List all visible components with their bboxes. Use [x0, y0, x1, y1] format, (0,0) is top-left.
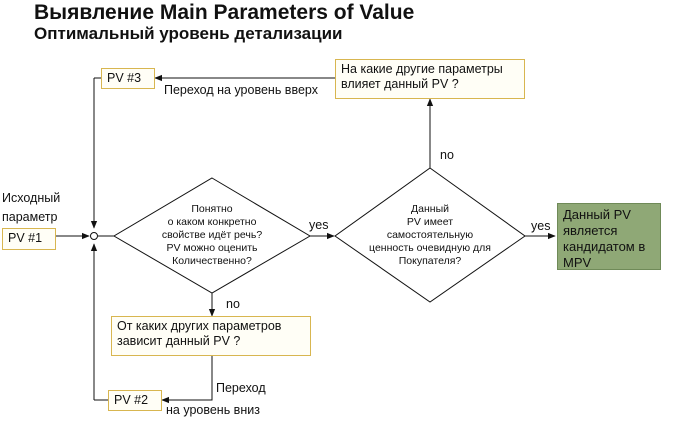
label-no-up: no: [440, 148, 454, 162]
label-yes1: yes: [309, 218, 329, 232]
result-box: Данный PV является кандидатом в MPV: [557, 203, 661, 270]
decision2-text: Данный PV имеет самостоятельную ценность…: [369, 203, 491, 267]
label-go-down-line2: на уровень вниз: [166, 403, 260, 417]
input-caption-line2: параметр: [2, 210, 58, 224]
up-question-box: На какие другие параметры влияет данный …: [335, 59, 525, 99]
label-go-up: Переход на уровень вверх: [164, 83, 318, 97]
junction-node: [90, 232, 98, 240]
down-question-box: От каких других параметров зависит данны…: [111, 316, 311, 356]
label-yes2: yes: [531, 219, 551, 233]
label-no-down: no: [226, 297, 240, 311]
decision1-text: Понятно о каком конкретно свойстве идёт …: [161, 203, 263, 267]
page-subtitle: Оптимальный уровень детализации: [34, 24, 343, 43]
pv3-box: PV #3: [101, 68, 155, 89]
label-go-down-line1: Переход: [216, 381, 266, 395]
page-title: Выявление Main Parameters of Value: [34, 1, 415, 24]
input-caption-line1: Исходный: [2, 191, 61, 205]
decision2-diamond: [334, 167, 526, 303]
arrow-go-down: [161, 356, 213, 404]
pv1-box: PV #1: [2, 228, 56, 250]
pv2-box: PV #2: [108, 390, 162, 411]
